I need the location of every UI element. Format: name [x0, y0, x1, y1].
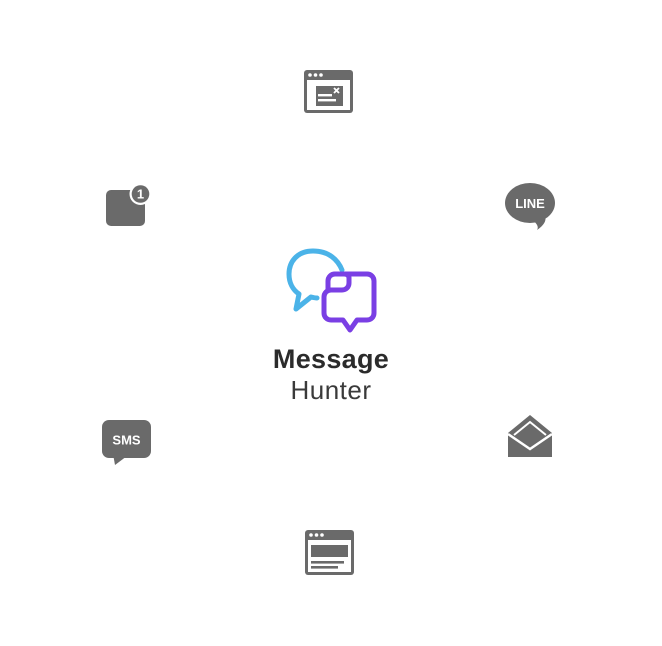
popup-window-icon [304, 70, 353, 113]
line-label: LINE [515, 196, 545, 211]
chat-bubbles-logo-icon [286, 248, 377, 333]
line-bubble-icon: LINE [505, 183, 555, 230]
brand-name-line2: Hunter [290, 375, 372, 405]
push-notification-icon: 1 [106, 183, 152, 226]
message-hunter-logo: Message Hunter [0, 248, 662, 406]
sms-label: SMS [112, 433, 141, 448]
web-banner-window-icon [305, 530, 354, 575]
sms-bubble-icon: SMS [102, 420, 151, 465]
push-badge-count: 1 [137, 187, 144, 202]
envelope-icon [508, 415, 552, 457]
brand-name-line1: Message [272, 344, 390, 374]
